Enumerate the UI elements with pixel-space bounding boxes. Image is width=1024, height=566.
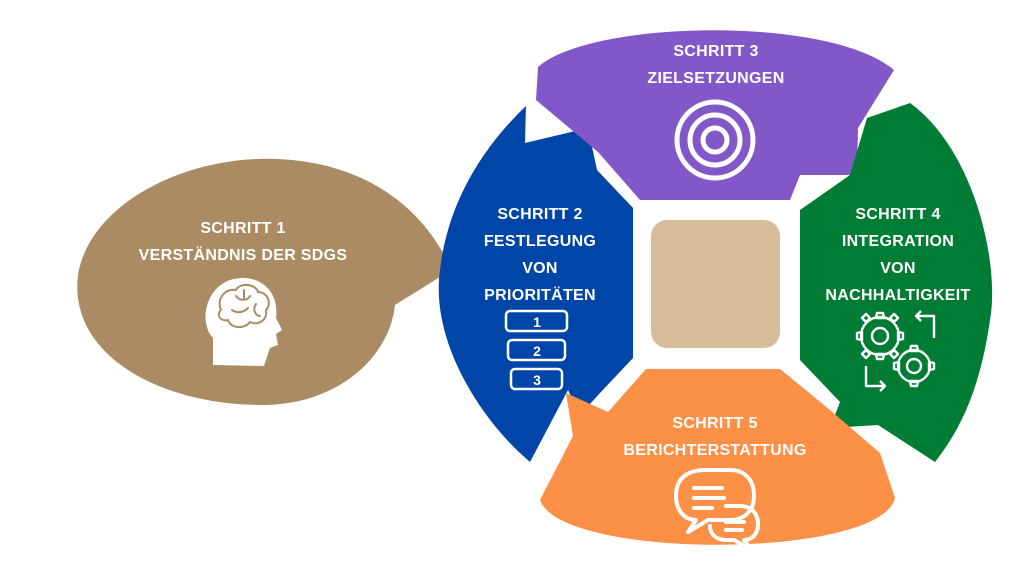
step-4-title-line-3: NACHHALTIGKEIT bbox=[825, 287, 971, 304]
cycle-arrow-top bbox=[914, 310, 936, 338]
gear-large-icon bbox=[855, 311, 905, 361]
chat-bubble-front bbox=[708, 504, 760, 552]
target-icon bbox=[674, 99, 756, 181]
step-4-shape bbox=[800, 103, 993, 462]
priority-item-1: 1 bbox=[533, 314, 541, 330]
step-4-number: SCHRITT 4 bbox=[855, 206, 941, 223]
chat-bubble-back bbox=[674, 468, 756, 534]
step-2-title-line-3: PRIORITÄTEN bbox=[484, 287, 596, 304]
step-3-title-line-1: ZIELSETZUNGEN bbox=[647, 70, 785, 87]
step-1-title-line-1: VERSTÄNDNIS DER SDGS bbox=[138, 247, 348, 264]
brain-head-icon bbox=[205, 277, 282, 366]
step-5-title-line-1: BERICHTERSTATTUNG bbox=[623, 442, 807, 459]
step-1-number: SCHRITT 1 bbox=[200, 220, 286, 237]
step-2-title-line-1: FESTLEGUNG bbox=[483, 233, 597, 250]
step-5-number: SCHRITT 5 bbox=[672, 415, 758, 432]
step-1-shape bbox=[77, 158, 449, 405]
gear-small-icon bbox=[892, 344, 936, 388]
step-3-label: SCHRITT 3 ZIELSETZUNGEN bbox=[616, 38, 816, 92]
cycle-arrow-bottom bbox=[864, 366, 887, 392]
step-1-bubble bbox=[77, 158, 449, 405]
center-square bbox=[651, 220, 780, 348]
step-2-shape bbox=[438, 106, 633, 462]
step-5-label: SCHRITT 5 BERICHTERSTATTUNG bbox=[600, 410, 830, 464]
priority-item-1-box bbox=[504, 309, 569, 333]
priority-item-3-box bbox=[509, 367, 564, 391]
priority-item-2: 2 bbox=[533, 343, 541, 359]
step-4-bubble bbox=[800, 103, 993, 462]
chat-bubbles-icon bbox=[674, 468, 760, 552]
step-2-number: SCHRITT 2 bbox=[497, 206, 583, 223]
step-2-label: SCHRITT 2 FESTLEGUNG VON PRIORITÄTEN bbox=[460, 201, 620, 309]
step-4-title-line-2: VON bbox=[880, 260, 916, 277]
step-3-number: SCHRITT 3 bbox=[673, 43, 759, 60]
step-2-title-line-2: VON bbox=[522, 260, 558, 277]
step-5-bubble bbox=[540, 369, 895, 545]
step-4-label: SCHRITT 4 INTEGRATION VON NACHHALTIGKEIT bbox=[808, 201, 988, 309]
step-4-title-line-1: INTEGRATION bbox=[841, 233, 955, 250]
priority-list-icon: 1 2 3 bbox=[504, 309, 569, 391]
step-5-shape bbox=[540, 369, 895, 545]
priority-item-2-box bbox=[506, 338, 567, 362]
gears-cycle-icon bbox=[855, 310, 936, 392]
step-2-bubble bbox=[438, 106, 633, 462]
step-1-label: SCHRITT 1 VERSTÄNDNIS DER SDGS bbox=[118, 215, 368, 269]
priority-item-3: 3 bbox=[533, 372, 541, 388]
